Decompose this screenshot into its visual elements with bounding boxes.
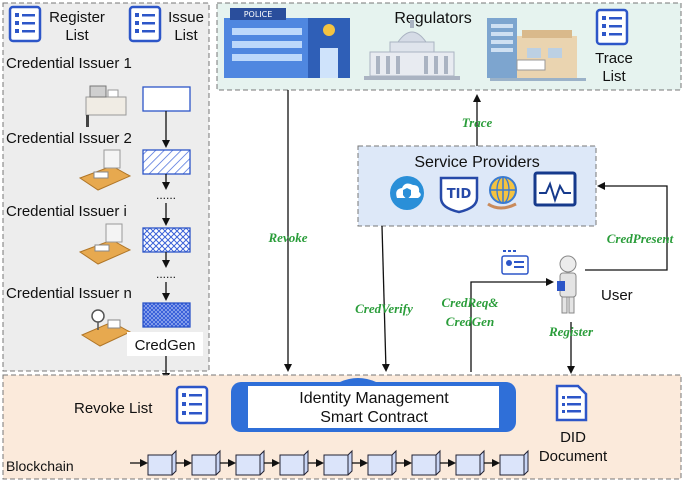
block: [411, 449, 441, 476]
revoke-edge-label: Revoke: [268, 230, 308, 245]
globe-hand-icon: [487, 176, 517, 210]
register-list-label-1: Register: [49, 9, 105, 26]
credgen-edge-label: CredGen: [446, 314, 494, 329]
credential-box-i: [142, 227, 191, 253]
credential-box-2: [142, 149, 191, 175]
desk-icon: [78, 223, 132, 265]
credgen-label-bg: [127, 332, 203, 356]
desk-icon: [85, 85, 127, 127]
trace-edge-label: Trace: [462, 115, 493, 130]
did-document-label-1: DID: [560, 429, 586, 446]
issuer-1-label: Credential Issuer 1: [6, 55, 132, 72]
office-buildings-icon: [487, 18, 586, 81]
ellipsis-1: ......: [156, 188, 176, 202]
credential-issuer-panel: Register List Issue List Credential Issu…: [2, 2, 210, 372]
tid-logo-text: TID: [447, 187, 472, 202]
issue-list-label-1: Issue: [168, 9, 204, 26]
credpresent-arrow: [585, 182, 668, 271]
desk-icon: [80, 309, 132, 347]
credential-box-n: [142, 302, 191, 328]
service-providers-panel: Service Providers TID: [357, 145, 597, 227]
revoke-list-icon: [175, 385, 209, 425]
block-chain: [130, 449, 529, 476]
contract-label-2: Smart Contract: [320, 409, 428, 426]
block: [279, 449, 309, 476]
credpresent-edge-label: CredPresent: [607, 231, 674, 246]
block: [191, 449, 221, 476]
issuer-2-label: Credential Issuer 2: [6, 130, 132, 147]
desk-icon: [78, 149, 132, 191]
police-sign: POLICE: [244, 10, 273, 19]
capitol-building-icon: [364, 20, 460, 80]
register-list-icon: [8, 5, 42, 43]
block: [235, 449, 265, 476]
revoke-list-label: Revoke List: [74, 400, 153, 417]
contract-label-1: Identity Management: [299, 390, 449, 407]
id-card-icon: [501, 250, 529, 275]
trace-list-label-2: List: [602, 68, 626, 85]
credreq-edge-label: CredReq&: [441, 295, 498, 310]
register-edge-label: Register: [548, 324, 594, 339]
blockchain-panel: Revoke List Identity Management Smart Co…: [2, 374, 682, 480]
credential-box-1: [142, 86, 191, 112]
issue-list-label-2: List: [174, 27, 198, 44]
credreq-arrow: [470, 278, 554, 372]
user-figure: [557, 255, 577, 314]
block: [367, 449, 397, 476]
block: [323, 449, 353, 476]
monitor-chart-icon: [533, 171, 577, 207]
trace-list-label-1: Trace: [595, 50, 633, 67]
credverify-arrow: [381, 225, 390, 372]
did-document-icon: [555, 384, 588, 422]
block: [499, 449, 529, 476]
police-station-icon: POLICE: [224, 8, 350, 78]
regulators-panel: Regulators POLICE: [216, 2, 682, 91]
register-list-label-2: List: [65, 27, 89, 44]
cloud-shield-icon: [390, 176, 424, 210]
smart-contract-scroll: Identity Management Smart Contract: [231, 378, 516, 432]
credverify-edge-label: CredVerify: [355, 301, 413, 316]
issuer-i-label: Credential Issuer i: [6, 203, 127, 220]
issue-list-icon: [128, 5, 162, 43]
trace-list-icon: [595, 8, 629, 46]
user-label: User: [601, 287, 633, 304]
did-document-label-2: Document: [539, 448, 608, 465]
regulators-title: Regulators: [394, 10, 471, 27]
tid-logo-icon: TID: [439, 176, 479, 214]
ellipsis-2: ......: [156, 267, 176, 281]
credgen-label: CredGen: [135, 337, 196, 354]
blockchain-label: Blockchain: [6, 458, 74, 474]
issuer-n-label: Credential Issuer n: [6, 285, 132, 302]
block: [455, 449, 485, 476]
service-providers-title: Service Providers: [414, 154, 539, 171]
block: [147, 449, 177, 476]
